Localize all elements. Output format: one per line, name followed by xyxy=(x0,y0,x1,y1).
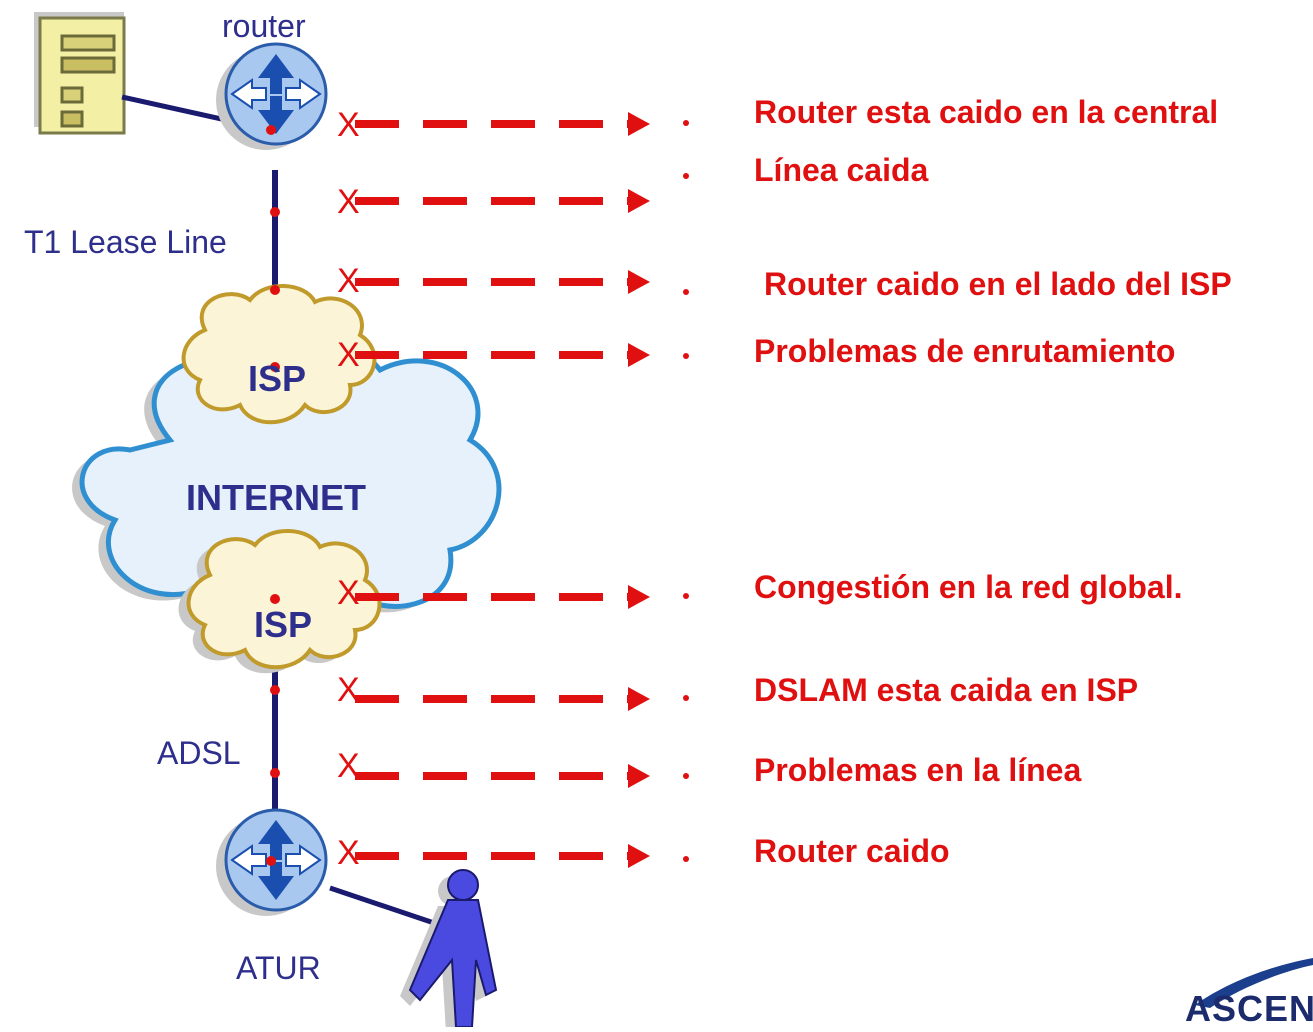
bullet xyxy=(683,695,689,701)
x-mark-icon: X xyxy=(337,747,360,785)
ascend-logo-icon xyxy=(1195,958,1313,1008)
isp-cloud-bottom-icon xyxy=(178,529,382,674)
logo-clip: ASCEN xyxy=(1185,990,1313,1027)
x-mark-icon: X xyxy=(337,262,360,300)
router-top-icon xyxy=(216,42,328,150)
bullet xyxy=(683,353,689,359)
x-mark-icon: X xyxy=(337,671,360,709)
bullet xyxy=(683,289,689,295)
arrow-right-icon xyxy=(355,189,650,213)
problem-item: Problemas de enrutamiento xyxy=(754,333,1176,369)
arrow-right-icon xyxy=(355,270,650,294)
arrow-right-icon xyxy=(355,585,650,609)
arrow-right-icon xyxy=(355,844,650,868)
bullet xyxy=(683,773,689,779)
x-mark-icon: X xyxy=(337,106,360,144)
problem-item: Congestión en la red global. xyxy=(754,569,1183,605)
bullet xyxy=(683,856,689,862)
arrow-right-icon xyxy=(355,764,650,788)
router-atur-icon xyxy=(216,808,328,916)
internet-label: INTERNET xyxy=(186,477,366,518)
server-icon xyxy=(34,12,126,135)
atur-label: ATUR xyxy=(236,950,321,986)
isp-top-label: ISP xyxy=(248,358,307,399)
person-icon xyxy=(400,869,498,1032)
adsl-label: ADSL xyxy=(157,735,241,771)
problem-item: Línea caida xyxy=(754,152,929,188)
problem-item: Problemas en la línea xyxy=(754,752,1082,788)
x-mark-icon: X xyxy=(337,183,360,221)
x-mark-icon: X xyxy=(337,574,360,612)
arrow-right-icon xyxy=(355,343,650,367)
failure-dots xyxy=(266,125,280,866)
t1-line-label: T1 Lease Line xyxy=(24,224,227,260)
x-mark-icon: X xyxy=(337,336,360,374)
arrow-rows xyxy=(355,112,650,868)
logo-text: ASCEN xyxy=(1185,990,1313,1027)
problem-item: Router esta caido en la central xyxy=(754,94,1219,130)
bullet xyxy=(683,120,689,126)
x-mark-icon: X xyxy=(337,834,360,872)
problem-item: Router caido en el lado del ISP xyxy=(764,266,1232,302)
bullet xyxy=(683,593,689,599)
arrow-right-icon xyxy=(355,112,650,136)
internet-cloud-icon xyxy=(72,337,502,626)
bullet xyxy=(683,173,689,179)
isp-cloud-top-icon xyxy=(181,284,377,425)
router-label: router xyxy=(222,8,306,44)
problem-item: Router caido xyxy=(754,833,950,869)
atur-user-link xyxy=(329,885,441,928)
problem-item: DSLAM esta caida en ISP xyxy=(754,672,1139,708)
arrow-right-icon xyxy=(355,687,650,711)
isp-bottom-label: ISP xyxy=(254,604,313,645)
